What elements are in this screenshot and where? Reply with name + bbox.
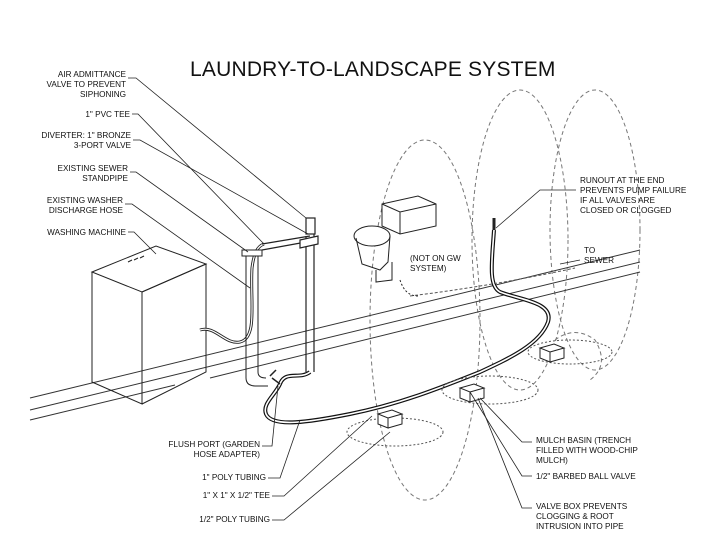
label-tee-reducer: 1" X 1" X 1/2" TEE — [202, 491, 270, 500]
sewer-standpipe — [241, 249, 268, 387]
diagram-title: LAUNDRY-TO-LANDSCAPE SYSTEM — [190, 58, 556, 81]
label-diverter: DIVERTER: 1" BRONZE 3-PORT VALVE — [41, 131, 131, 150]
mulch-basin-3 — [527, 339, 613, 365]
plant-canopy-small — [554, 332, 602, 381]
toilet — [353, 195, 437, 297]
valve-box-3 — [538, 343, 566, 363]
label-poly-tubing-half: 1/2" POLY TUBING — [199, 515, 270, 524]
label-ball-valve: 1/2" BARBED BALL VALVE — [536, 472, 636, 481]
floor-lines — [29, 249, 641, 421]
label-not-on-gw: (NOT ON GW SYSTEM) — [410, 254, 461, 273]
plant-canopies — [369, 89, 641, 501]
flush-port — [269, 369, 281, 385]
valve-box-1 — [376, 409, 404, 429]
leader-lines — [125, 77, 581, 521]
label-pvc-tee: 1" PVC TEE — [85, 110, 130, 119]
label-valve-box: VALVE BOX PREVENTS CLOGGING & ROOT INTRU… — [536, 502, 628, 531]
main-poly-tubing — [263, 229, 551, 425]
label-air-admittance: AIR ADMITTANCE VALVE TO PREVENT SIPHONIN… — [46, 70, 126, 99]
label-to-sewer: TO SEWER — [584, 246, 615, 265]
valve-box-2 — [458, 383, 486, 403]
label-washing-machine: WASHING MACHINE — [47, 228, 126, 237]
valve-boxes — [376, 343, 566, 429]
label-runout: RUNOUT AT THE END PREVENTS PUMP FAILURE … — [580, 176, 687, 215]
plant-canopy-3 — [549, 89, 641, 371]
label-sewer-standpipe: EXISTING SEWER STANDPIPE — [57, 164, 128, 183]
washing-machine — [90, 245, 208, 405]
plant-canopy-1 — [369, 139, 481, 501]
label-mulch-basin: MULCH BASIN (TRENCH FILLED WITH WOOD-CHI… — [536, 436, 638, 465]
label-flush-port: FLUSH PORT (GARDEN HOSE ADAPTER) — [168, 440, 260, 459]
label-discharge-hose: EXISTING WASHER DISCHARGE HOSE — [46, 196, 123, 215]
sewer-line — [409, 267, 576, 297]
discharge-hose — [199, 242, 265, 344]
label-poly-tubing-1: 1" POLY TUBING — [202, 473, 266, 482]
mulch-basin-2 — [441, 375, 539, 405]
diverter-piping — [261, 217, 319, 372]
plant-canopy-2 — [471, 89, 569, 391]
